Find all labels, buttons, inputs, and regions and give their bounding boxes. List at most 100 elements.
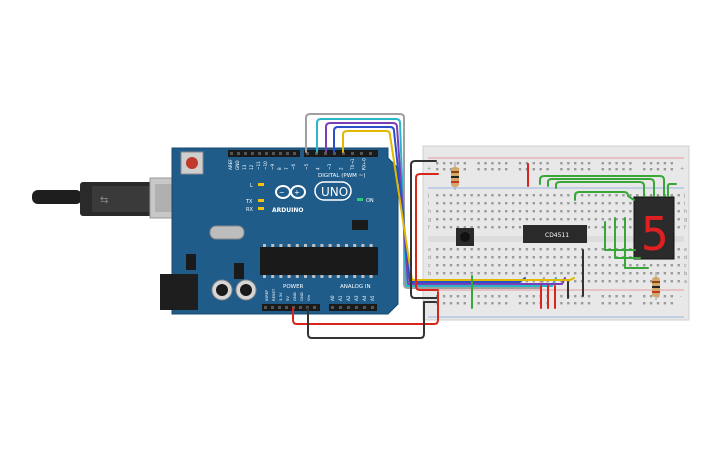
terminal-hole[interactable] — [670, 272, 673, 275]
terminal-hole[interactable] — [601, 202, 604, 205]
header-pin[interactable] — [315, 152, 318, 155]
terminal-hole[interactable] — [567, 202, 570, 205]
terminal-hole[interactable] — [574, 272, 577, 275]
rail-hole[interactable] — [463, 162, 466, 165]
terminal-hole[interactable] — [511, 272, 515, 275]
terminal-hole[interactable] — [463, 272, 466, 275]
header-pin[interactable] — [360, 152, 363, 155]
rail-hole[interactable] — [656, 302, 660, 305]
terminal-hole[interactable] — [463, 202, 466, 205]
terminal-hole[interactable] — [601, 218, 604, 221]
terminal-hole[interactable] — [470, 248, 473, 251]
header-pin[interactable] — [299, 306, 302, 309]
terminal-hole[interactable] — [491, 264, 494, 267]
terminal-hole[interactable] — [498, 272, 501, 275]
terminal-hole[interactable] — [511, 256, 515, 259]
rail-hole[interactable] — [505, 168, 508, 171]
terminal-hole[interactable] — [608, 194, 611, 197]
terminal-hole[interactable] — [629, 226, 632, 229]
terminal-hole[interactable] — [560, 210, 563, 213]
terminal-hole[interactable] — [553, 264, 556, 267]
terminal-hole[interactable] — [587, 226, 591, 229]
terminal-hole[interactable] — [539, 264, 542, 267]
rail-hole[interactable] — [622, 168, 625, 171]
terminal-hole[interactable] — [436, 256, 439, 259]
terminal-hole[interactable] — [456, 264, 460, 267]
terminal-hole[interactable] — [615, 218, 618, 221]
terminal-hole[interactable] — [477, 202, 480, 205]
header-pin[interactable] — [342, 152, 345, 155]
terminal-hole[interactable] — [539, 210, 542, 213]
terminal-hole[interactable] — [442, 210, 446, 213]
terminal-hole[interactable] — [629, 194, 632, 197]
rail-hole[interactable] — [601, 302, 604, 305]
terminal-hole[interactable] — [518, 248, 522, 251]
terminal-hole[interactable] — [567, 210, 570, 213]
terminal-hole[interactable] — [449, 248, 453, 251]
terminal-hole[interactable] — [505, 202, 508, 205]
terminal-hole[interactable] — [622, 226, 625, 229]
terminal-hole[interactable] — [470, 226, 473, 229]
terminal-hole[interactable] — [518, 194, 522, 197]
header-pin[interactable] — [355, 306, 358, 309]
terminal-hole[interactable] — [449, 194, 453, 197]
rail-hole[interactable] — [546, 162, 549, 165]
rail-hole[interactable] — [567, 302, 570, 305]
terminal-hole[interactable] — [498, 218, 501, 221]
header-pin[interactable] — [363, 306, 366, 309]
rail-hole[interactable] — [532, 302, 535, 305]
rail-hole[interactable] — [643, 302, 646, 305]
terminal-hole[interactable] — [498, 210, 501, 213]
wire-green-seg-7[interactable] — [624, 217, 649, 269]
terminal-hole[interactable] — [525, 210, 529, 213]
terminal-hole[interactable] — [560, 272, 563, 275]
rail-hole[interactable] — [656, 168, 660, 171]
header-pin[interactable] — [306, 152, 309, 155]
rail-hole[interactable] — [608, 162, 611, 165]
terminal-hole[interactable] — [498, 256, 501, 259]
rail-hole[interactable] — [587, 295, 591, 298]
terminal-hole[interactable] — [505, 210, 508, 213]
rail-hole[interactable] — [615, 302, 618, 305]
terminal-hole[interactable] — [608, 218, 611, 221]
terminal-hole[interactable] — [587, 272, 591, 275]
wire-black-gnd[interactable] — [307, 301, 437, 339]
header-pin[interactable] — [371, 306, 374, 309]
terminal-hole[interactable] — [649, 264, 653, 267]
terminal-hole[interactable] — [449, 256, 453, 259]
rail-hole[interactable] — [491, 295, 494, 298]
header-pin[interactable] — [351, 152, 354, 155]
rail-hole[interactable] — [498, 168, 501, 171]
rail-hole[interactable] — [580, 302, 584, 305]
terminal-hole[interactable] — [477, 226, 480, 229]
terminal-hole[interactable] — [525, 248, 529, 251]
wire-green-seg-8[interactable] — [667, 183, 677, 197]
terminal-hole[interactable] — [456, 210, 460, 213]
terminal-hole[interactable] — [449, 218, 453, 221]
wire-green-seg-2[interactable] — [547, 178, 655, 197]
terminal-hole[interactable] — [643, 264, 646, 267]
terminal-hole[interactable] — [539, 248, 542, 251]
terminal-hole[interactable] — [580, 248, 584, 251]
rail-hole[interactable] — [608, 295, 611, 298]
rail-hole[interactable] — [643, 162, 646, 165]
terminal-hole[interactable] — [539, 280, 542, 283]
rail-hole[interactable] — [525, 295, 529, 298]
terminal-hole[interactable] — [442, 218, 446, 221]
terminal-hole[interactable] — [505, 272, 508, 275]
rail-hole[interactable] — [601, 162, 604, 165]
rail-hole[interactable] — [670, 162, 673, 165]
terminal-hole[interactable] — [498, 264, 501, 267]
terminal-hole[interactable] — [608, 264, 611, 267]
rail-hole[interactable] — [601, 168, 604, 171]
rail-hole[interactable] — [484, 168, 487, 171]
terminal-hole[interactable] — [463, 248, 466, 251]
rail-hole[interactable] — [587, 168, 591, 171]
terminal-hole[interactable] — [649, 272, 653, 275]
terminal-hole[interactable] — [629, 218, 632, 221]
rail-hole[interactable] — [670, 302, 673, 305]
rail-hole[interactable] — [484, 302, 487, 305]
rail-hole[interactable] — [456, 302, 460, 305]
terminal-hole[interactable] — [477, 210, 480, 213]
